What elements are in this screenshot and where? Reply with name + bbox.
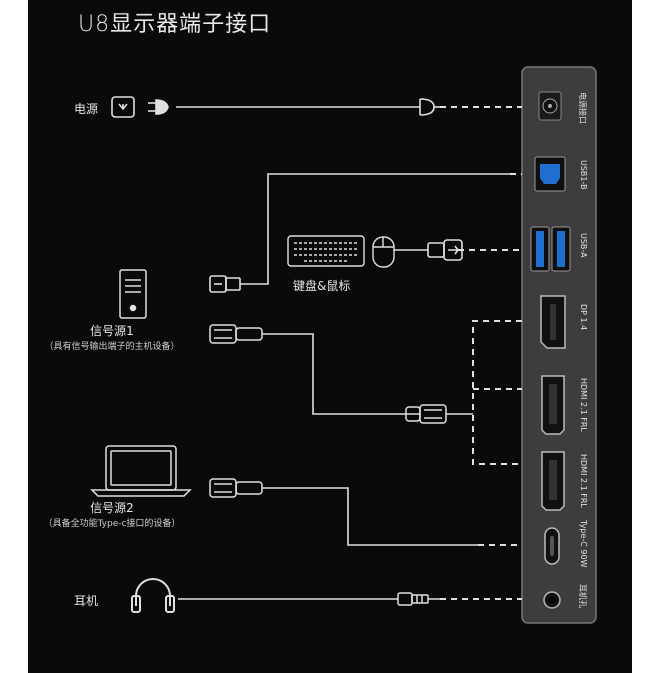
usb-a-plug-icon	[427, 239, 463, 261]
port-label-hdmi-1: HDMI 2.1 FRL	[579, 378, 588, 432]
power-plug-icon	[111, 96, 169, 118]
port-label-earphone: 耳机孔	[578, 584, 587, 608]
dashed-leaders	[440, 106, 522, 600]
port-label-dp: DP 1.4	[579, 304, 588, 331]
dp-port-icon	[540, 295, 566, 349]
type-c-port-icon	[544, 527, 560, 565]
source2-label: 信号源2	[90, 501, 134, 515]
cables	[176, 106, 510, 600]
usb-a-port-2-icon	[551, 226, 571, 272]
keyboard-icon	[287, 235, 365, 267]
hdmi-plug-monitor-icon	[405, 404, 447, 424]
hdmi-plug-source1-icon	[209, 324, 263, 344]
power-label: 电源	[74, 102, 99, 116]
headphone-label: 耳机	[74, 594, 99, 608]
mouse-icon	[372, 236, 395, 268]
power-connector-icon	[412, 98, 440, 116]
port-label-power: 电源接口	[578, 92, 587, 124]
source1-desc: （具有信号输出端子的主机设备）	[44, 342, 180, 352]
pc-tower-icon	[119, 269, 147, 319]
keyboard-mouse-label: 键盘&鼠标	[293, 279, 351, 293]
page-title: U8显示器端子接口	[78, 12, 272, 37]
earphone-port-icon	[543, 591, 561, 609]
source2-desc: （具备全功能Type-c接口的设备）	[43, 519, 181, 529]
audio-jack-icon	[397, 592, 440, 606]
port-label-usb-b: USB1-B	[579, 160, 588, 190]
laptop-icon	[90, 445, 192, 497]
port-label-hdmi-2: HDMI 2.1 FRL	[579, 454, 588, 508]
power-port-icon	[538, 91, 562, 121]
source1-label: 信号源1	[90, 324, 134, 338]
port-label-type-c: Type-C 90W	[579, 520, 588, 568]
usb-a-port-1-icon	[530, 226, 550, 272]
usb-b-plug-icon	[209, 275, 241, 293]
hdmi-port-1-icon	[541, 375, 565, 435]
hdmi-port-2-icon	[541, 451, 565, 511]
usb-b-port-icon	[534, 156, 566, 192]
port-label-usb-a: USB-A	[579, 233, 588, 258]
connection-diagram	[90, 66, 597, 624]
headphone-icon	[131, 578, 175, 613]
type-c-plug-icon	[209, 478, 263, 498]
diagram-stage: U8显示器端子接口 电源 键盘&鼠标 信号源1 （具有信号输出端子的主机设备） …	[28, 0, 632, 673]
